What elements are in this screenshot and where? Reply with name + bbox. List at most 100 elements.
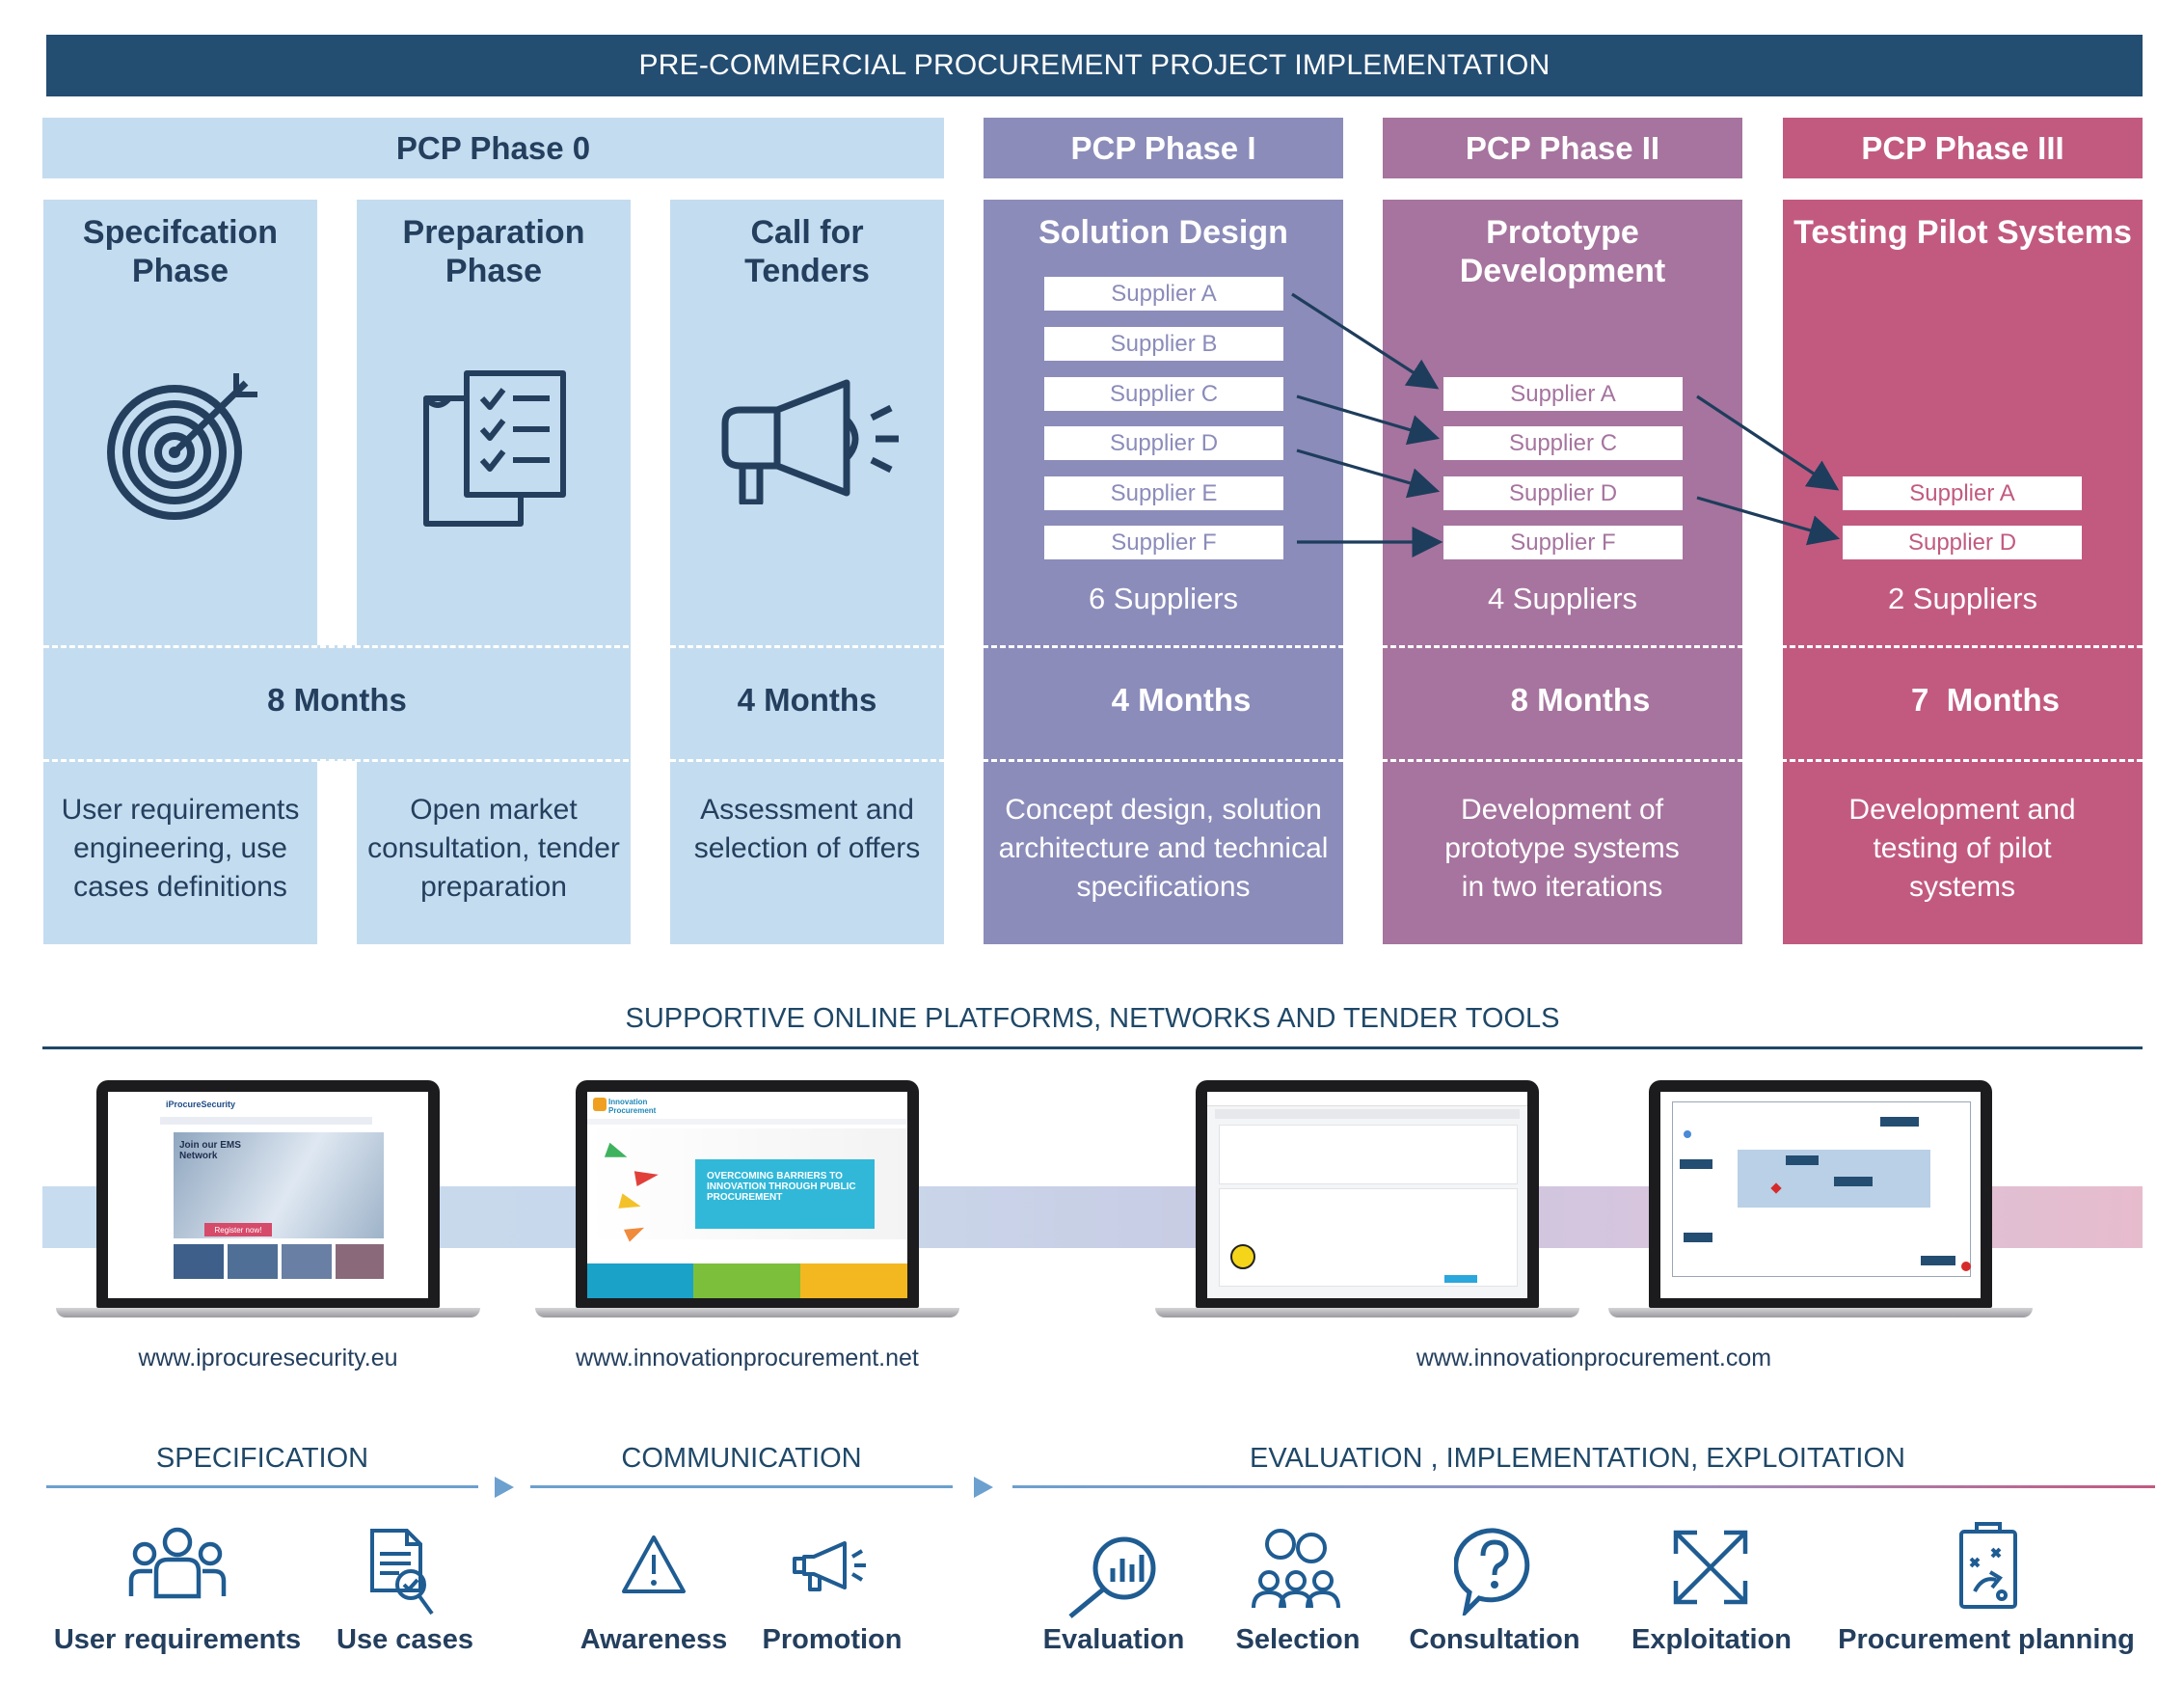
column-description: Open market consultation, tender prepara… bbox=[367, 794, 620, 903]
register-button: Register now! bbox=[204, 1223, 272, 1236]
website-screen bbox=[1207, 1092, 1527, 1298]
page-title: PRE-COMMERCIAL PROCUREMENT PROJECT IMPLE… bbox=[46, 35, 2143, 96]
flow-arrow bbox=[1296, 394, 1441, 446]
question-bubble-icon bbox=[1454, 1528, 1530, 1616]
column-title: Specifcation Phase bbox=[82, 214, 279, 289]
preparation-phase-column: Preparation Phase bbox=[357, 200, 631, 944]
phase-2-header: PCP Phase II bbox=[1383, 118, 1742, 178]
supplier-count: 6 Suppliers bbox=[1088, 582, 1239, 615]
divider bbox=[43, 645, 629, 648]
column-description: Concept design, solution architecture an… bbox=[998, 794, 1329, 903]
hero-banner: OVERCOMING BARRIERS TO INNOVATION THROUG… bbox=[695, 1159, 875, 1229]
tool-label: Use cases bbox=[337, 1624, 473, 1655]
supplier-box: Supplier E bbox=[1044, 476, 1283, 510]
flow-arrow bbox=[1291, 292, 1440, 390]
tool-label: Awareness bbox=[580, 1624, 728, 1655]
platform-url[interactable]: www.innovationprocurement.net bbox=[576, 1344, 919, 1372]
tool-label: User requirements bbox=[53, 1624, 302, 1655]
supplier-box: Supplier A bbox=[1443, 377, 1683, 411]
divider bbox=[530, 1485, 953, 1488]
website-screen bbox=[1660, 1092, 1981, 1298]
divider bbox=[670, 759, 2143, 762]
tool-label: Consultation bbox=[1409, 1624, 1580, 1655]
website-screen: Innovation Procurement OVERCOMING BARRIE… bbox=[587, 1092, 907, 1298]
specification-phase-column: Specifcation Phase bbox=[43, 200, 317, 944]
supplier-count: 2 Suppliers bbox=[1887, 582, 2038, 615]
column-title: Preparation Phase bbox=[402, 214, 585, 289]
phase-0-header: PCP Phase 0 bbox=[42, 118, 944, 178]
clipboard-plan-icon bbox=[1959, 1522, 2017, 1609]
tool-label: Procurement planning bbox=[1838, 1624, 2135, 1655]
warning-icon bbox=[622, 1535, 686, 1593]
column-description: Assessment and selection of offers bbox=[693, 794, 921, 864]
tool-label: Evaluation bbox=[1042, 1624, 1185, 1655]
stage-arrow-icon bbox=[974, 1477, 993, 1498]
solution-design-column: Solution Design 6 Suppliers bbox=[984, 200, 1343, 944]
divider bbox=[670, 645, 2143, 648]
laptop-innovationprocurement-net: Innovation Procurement OVERCOMING BARRIE… bbox=[535, 1080, 959, 1323]
target-icon bbox=[107, 373, 257, 520]
stage-evaluation: EVALUATION , IMPLEMENTATION, EXPLOITATIO… bbox=[1250, 1443, 1905, 1474]
supplier-box: Supplier D bbox=[1044, 426, 1283, 460]
stage-communication: COMMUNICATION bbox=[621, 1443, 862, 1474]
tool-label: Exploitation bbox=[1631, 1624, 1792, 1655]
expand-arrows-icon bbox=[1673, 1530, 1748, 1605]
supplier-box: Supplier A bbox=[1843, 476, 2082, 510]
duration-label: 4 Months bbox=[737, 682, 877, 718]
megaphone-icon bbox=[721, 379, 899, 504]
laptop-process-diagram bbox=[1608, 1080, 2033, 1323]
stage-arrow-icon bbox=[495, 1477, 514, 1498]
site-logo-icon bbox=[593, 1098, 607, 1111]
duration-label: 4 Months bbox=[1111, 682, 1252, 718]
testing-pilot-column: Testing Pilot Systems 2 Suppliers bbox=[1783, 200, 2143, 944]
duration-label: 8 Months bbox=[1510, 682, 1651, 718]
prototype-development-column: Prototype Development 4 Suppliers bbox=[1383, 200, 1742, 944]
people-selection-icon bbox=[1252, 1529, 1340, 1609]
column-description: Development and testing of pilot systems bbox=[1848, 794, 2076, 903]
document-check-icon bbox=[370, 1529, 434, 1616]
tool-label: Promotion bbox=[762, 1624, 903, 1655]
call-for-tenders-column: Call for Tenders bbox=[670, 200, 944, 944]
platform-url[interactable]: www.iprocuresecurity.eu bbox=[138, 1344, 398, 1372]
column-title: Solution Design bbox=[1038, 214, 1288, 251]
phase0-months-bridge bbox=[317, 645, 357, 761]
banner-text: Join our EMS Network bbox=[179, 1140, 241, 1161]
laptop-iprocuresecurity: iProcureSecurity Join our EMS Network Re… bbox=[56, 1080, 480, 1323]
supplier-box: Supplier D bbox=[1843, 526, 2082, 559]
stage-specification: SPECIFICATION bbox=[155, 1443, 369, 1474]
tool-label: Selection bbox=[1235, 1624, 1361, 1655]
supplier-box: Supplier C bbox=[1443, 426, 1683, 460]
platform-url[interactable]: www.innovationprocurement.com bbox=[1416, 1344, 1772, 1372]
duration-label: 8 Months bbox=[267, 682, 407, 718]
magnifier-chart-icon bbox=[1068, 1536, 1156, 1618]
supplier-box: Supplier F bbox=[1044, 526, 1283, 559]
supplier-box: Supplier C bbox=[1044, 377, 1283, 411]
phase-1-header: PCP Phase I bbox=[984, 118, 1343, 178]
platforms-section-title: SUPPORTIVE ONLINE PLATFORMS, NETWORKS AN… bbox=[625, 1003, 1560, 1034]
website-screen: iProcureSecurity Join our EMS Network Re… bbox=[108, 1092, 428, 1298]
users-group-icon bbox=[128, 1527, 227, 1599]
flow-arrow bbox=[1696, 394, 1840, 491]
supplier-count: 4 Suppliers bbox=[1487, 582, 1638, 615]
column-title: Testing Pilot Systems bbox=[1793, 214, 2132, 251]
megaphone-icon bbox=[793, 1541, 866, 1591]
flow-arrow bbox=[1696, 496, 1841, 546]
laptop-tender-tool bbox=[1155, 1080, 1579, 1323]
phase-3-header: PCP Phase III bbox=[1783, 118, 2143, 178]
site-logo: iProcureSecurity bbox=[166, 1100, 236, 1109]
supplier-box: Supplier A bbox=[1044, 277, 1283, 311]
supplier-box: Supplier D bbox=[1443, 476, 1683, 510]
column-title: Call for Tenders bbox=[744, 214, 870, 289]
flow-arrow bbox=[1296, 448, 1441, 499]
divider bbox=[42, 1046, 2143, 1049]
column-title: Prototype Development bbox=[1459, 214, 1666, 289]
divider bbox=[46, 1485, 478, 1488]
checklist-icon bbox=[423, 370, 566, 527]
column-description: Development of prototype systems in two … bbox=[1444, 794, 1680, 903]
supplier-box: Supplier B bbox=[1044, 327, 1283, 361]
site-logo: Innovation Procurement bbox=[608, 1098, 657, 1115]
divider bbox=[1012, 1485, 2155, 1488]
duration-label: 7 Months bbox=[1911, 682, 2060, 718]
supplier-flow-arrows bbox=[1291, 292, 1841, 557]
column-description: User requirements engineering, use cases… bbox=[61, 794, 300, 903]
